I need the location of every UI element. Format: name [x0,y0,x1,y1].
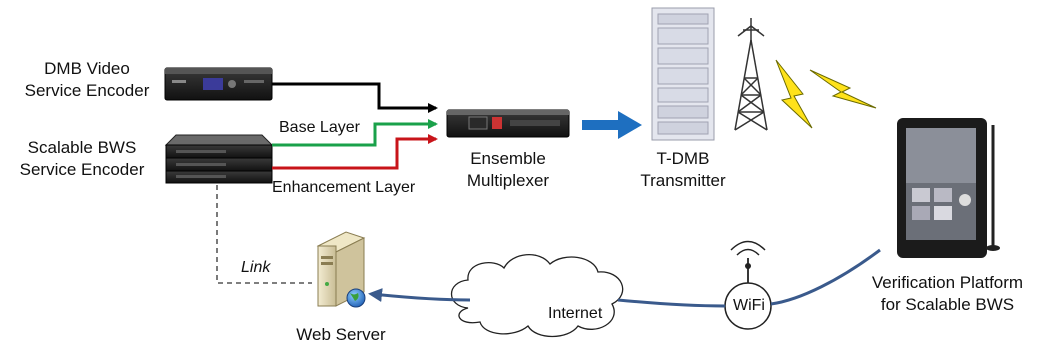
edge-wifi-to-internet [617,298,726,308]
dmb-encoder-label-line1: DMB Video [44,59,130,78]
bws-encoder-label-line1: Scalable BWS [27,138,137,157]
internet-cloud-icon [451,254,624,338]
edge-network-curve [770,248,881,306]
dmb-encoder-label: DMB Video Service Encoder [14,58,160,102]
bws-encoder-label-line2: Service Encoder [19,160,145,179]
dmb-encoder-label-line2: Service Encoder [24,81,150,100]
edge-base-layer [272,119,438,147]
edge-internet-to-server [368,288,471,303]
base-layer-label: Base Layer [279,119,360,136]
transmitter-label-line1: T-DMB [656,149,710,168]
multiplexer-label-line1: Ensemble [470,149,546,168]
wifi-icon [724,240,772,330]
web-server-label: Web Server [296,325,386,344]
multiplexer-label-line2: Multiplexer [466,171,550,190]
lightning-bolt-icons [775,59,877,129]
internet-label: Internet [548,305,603,322]
platform-label-line2: for Scalable BWS [880,295,1015,314]
multiplexer-device [446,109,570,138]
transmitter-label: T-DMB Transmitter [630,148,736,192]
bws-encoder-device [164,134,274,184]
verification-platform-device [897,118,1000,258]
platform-label-line1: Verification Platform [871,273,1024,292]
edge-dmb-to-mux [272,82,438,113]
antenna-tower-icon [734,18,768,131]
dmb-encoder-device [164,67,273,101]
edge-enhancement-layer [272,134,438,170]
bws-encoder-label: Scalable BWS Service Encoder [4,137,160,181]
enhancement-layer-label: Enhancement Layer [272,179,416,196]
multiplexer-label: Ensemble Multiplexer [440,148,576,192]
platform-label: Verification Platform for Scalable BWS [855,272,1040,316]
edge-mux-to-transmitter [582,111,642,139]
transmitter-rack [651,7,715,141]
web-server-icon [316,231,366,308]
wifi-label: WiFi [733,297,765,314]
transmitter-label-line2: Transmitter [640,171,726,190]
link-label: Link [241,259,271,276]
